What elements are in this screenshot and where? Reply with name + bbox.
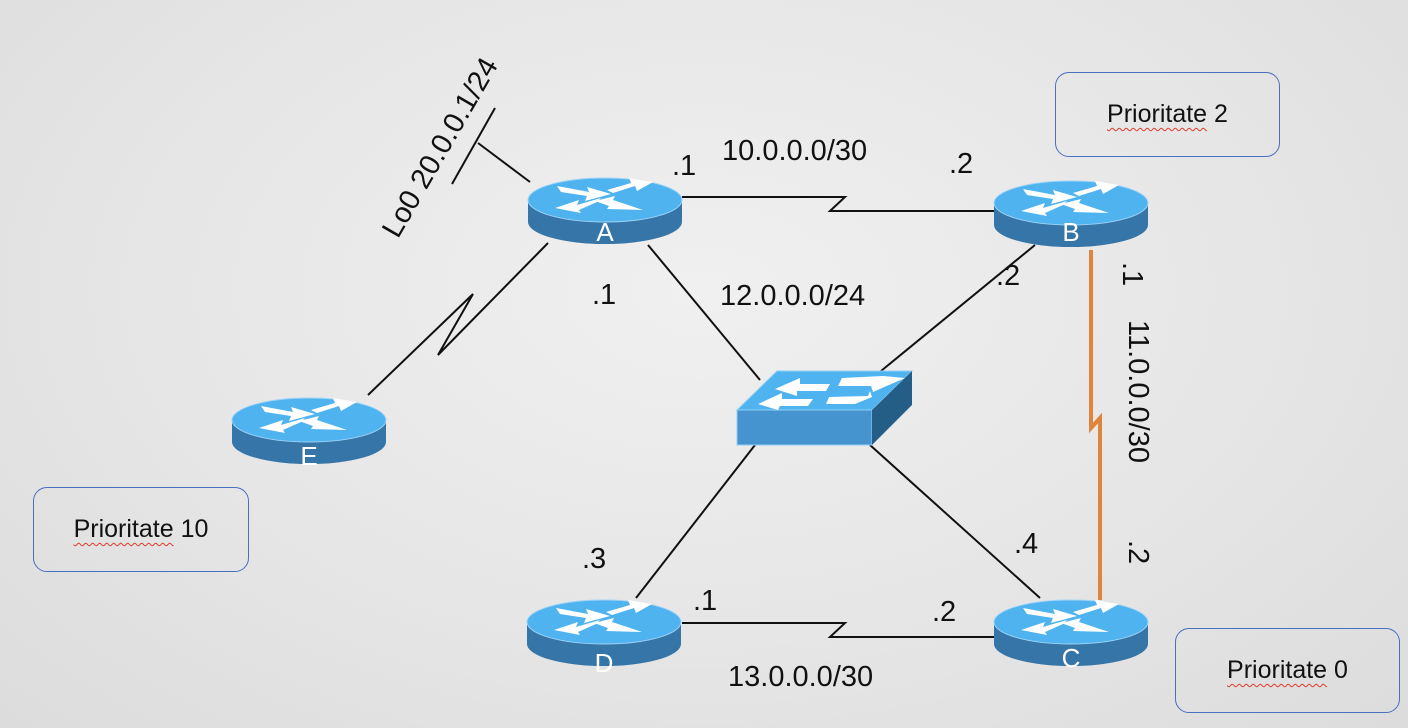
priority-box-e: Prioritate 10: [33, 487, 249, 572]
router-e[interactable]: E: [231, 397, 387, 471]
router-b[interactable]: B: [993, 180, 1149, 247]
link-switch-d[interactable]: [635, 444, 756, 599]
switch[interactable]: [735, 370, 914, 446]
priority-word: Prioritate: [1107, 100, 1208, 128]
router-label: B: [1062, 217, 1079, 247]
links: [367, 107, 1102, 638]
host-d-dc-label: .1: [693, 585, 718, 617]
switch-arrows-icon: [758, 376, 905, 410]
host-a-lan-label: .1: [592, 279, 617, 311]
link-d-c[interactable]: [682, 622, 995, 638]
link-b-c[interactable]: [1089, 250, 1102, 600]
link-switch-c[interactable]: [869, 444, 1041, 599]
subnet-12-label: 12.0.0.0/24: [720, 280, 866, 312]
router-a[interactable]: A: [527, 177, 683, 247]
link-a-e[interactable]: [367, 242, 549, 396]
subnet-11-label: 11.0.0.0/30: [1122, 320, 1154, 463]
priority-value: 0: [1334, 656, 1348, 684]
host-b-lan-label: .2: [996, 260, 1021, 292]
priority-value: 2: [1214, 100, 1228, 128]
host-c-dc-label: .2: [932, 596, 957, 628]
loopback-bar: [451, 107, 496, 185]
priority-box-c: Prioritate 0: [1175, 628, 1400, 713]
router-label: C: [1062, 643, 1081, 673]
priority-word: Prioritate: [1227, 656, 1328, 684]
link-b-switch[interactable]: [869, 244, 1036, 381]
host-b-bc-label: .1: [1116, 262, 1148, 287]
priority-word: Prioritate: [73, 515, 174, 543]
link-a-switch[interactable]: [647, 244, 761, 381]
host-a-ab-label: .1: [672, 150, 697, 182]
router-c[interactable]: C: [993, 599, 1149, 673]
host-c-bc-label: .2: [1122, 540, 1154, 565]
priority-box-b: Prioritate 2: [1055, 72, 1280, 157]
host-b-ab-label: .2: [949, 148, 974, 180]
router-label: E: [300, 441, 317, 471]
host-d-lan-label: .3: [582, 543, 607, 575]
router-label: D: [595, 648, 614, 678]
router-label: A: [596, 217, 614, 247]
loopback-link: [477, 142, 531, 183]
router-d[interactable]: D: [526, 599, 682, 678]
subnet-10-label: 10.0.0.0/30: [722, 135, 868, 167]
subnet-13-label: 13.0.0.0/30: [728, 661, 874, 693]
link-a-b[interactable]: [682, 196, 995, 212]
priority-value: 10: [180, 515, 209, 543]
host-c-lan-label: .4: [1014, 528, 1039, 560]
